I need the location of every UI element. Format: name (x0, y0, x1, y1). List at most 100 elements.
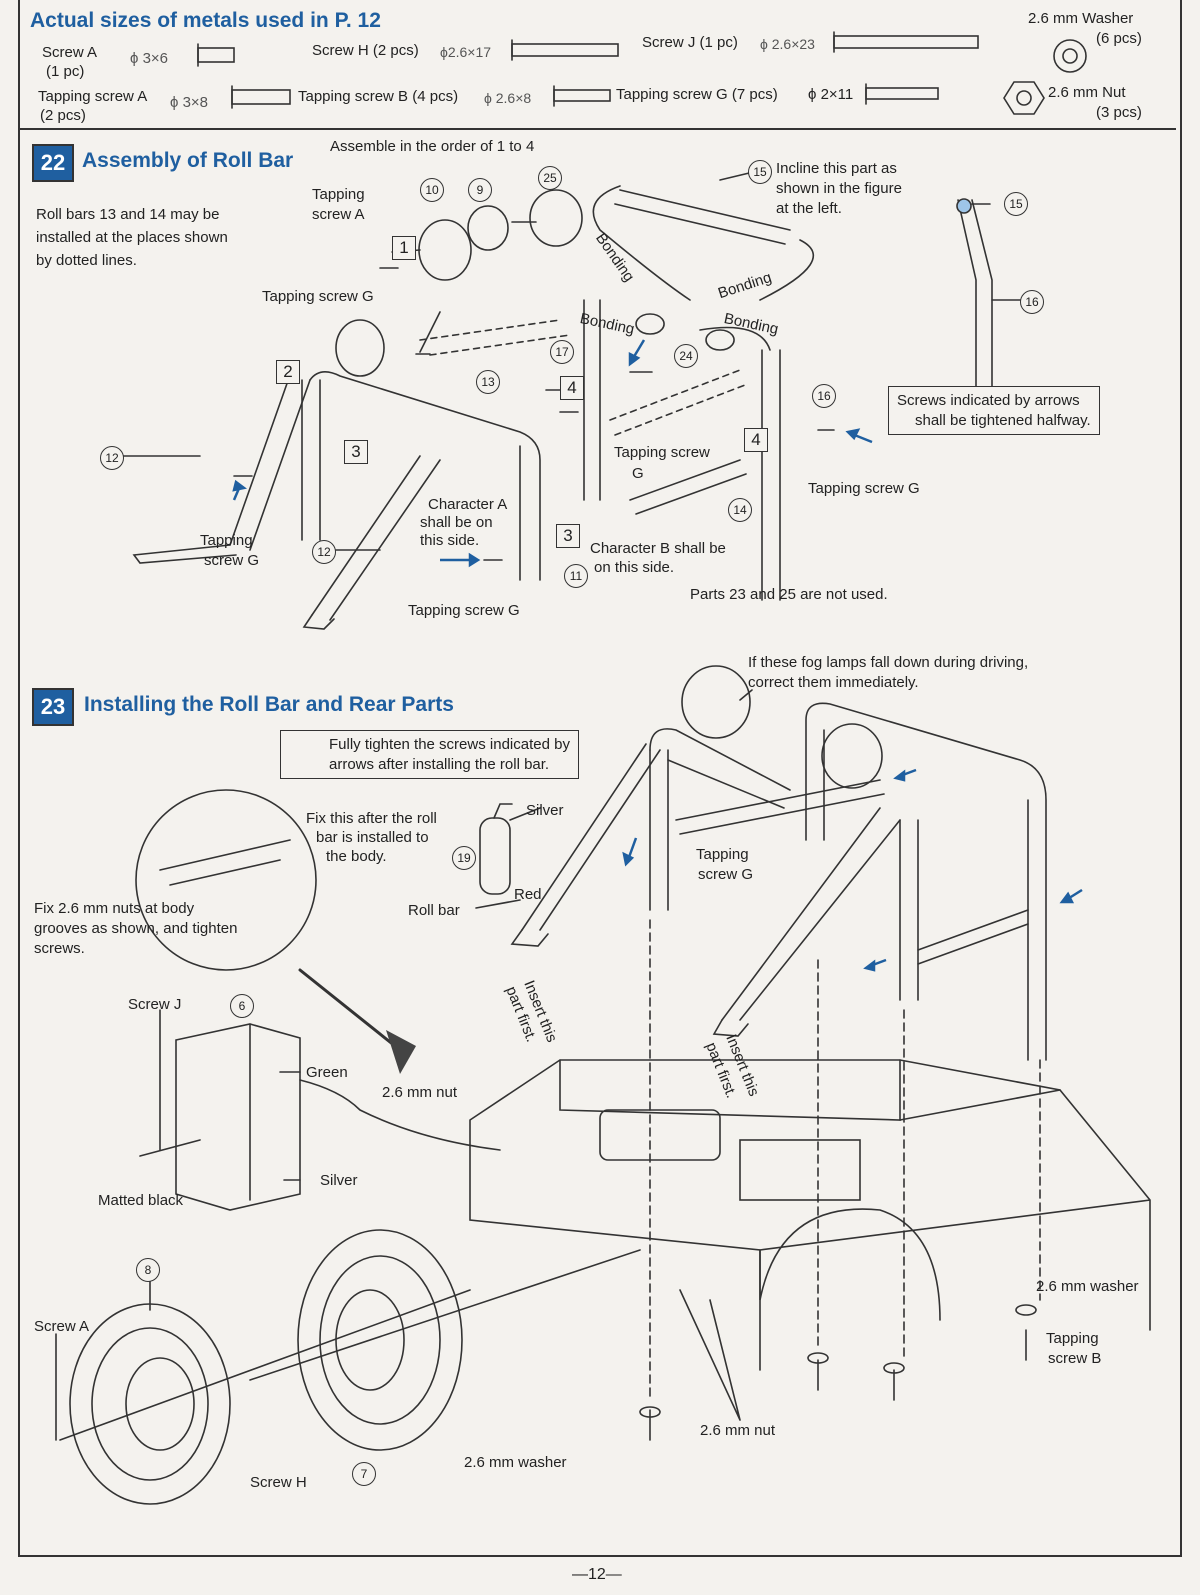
label-silver: Silver (526, 802, 564, 819)
label-tap-b-b: screw B (1048, 1350, 1102, 1367)
label-screw-h: Screw H (250, 1474, 307, 1491)
label-nut-1: 2.6 mm nut (382, 1084, 458, 1101)
part-7: 7 (352, 1462, 376, 1486)
screw-a-size: ϕ 3×6 (130, 50, 169, 67)
part-16b: 16 (812, 384, 836, 408)
tap-g-label-1: Tapping screw G (262, 288, 374, 305)
label-tap-b-a: Tapping (1046, 1330, 1099, 1347)
order-note: Assemble in the order of 1 to 4 (330, 138, 535, 155)
part-16a: 16 (1020, 290, 1044, 314)
step-box-4a: 4 (560, 376, 584, 400)
part-24: 24 (674, 344, 698, 368)
step-23-title: Installing the Roll Bar and Rear Parts (84, 693, 454, 716)
halfway-note: Screws indicated by arrows shall be tigh… (888, 386, 1100, 435)
incline-note-line-1: Incline this part as (776, 160, 897, 177)
step-box-3b: 3 (556, 524, 580, 548)
fix-note-line-2: bar is installed to (316, 829, 429, 846)
screw-j-name: Screw J (1 pc) (642, 34, 738, 51)
page-number: —12— (572, 1566, 622, 1583)
label-tap-g-a: Tapping (696, 846, 749, 863)
screw-h-name: Screw H (2 pcs) (312, 42, 419, 59)
tap-a-qty: (2 pcs) (40, 107, 86, 124)
part-9: 9 (468, 178, 492, 202)
tap-b-size: ϕ 2.6×8 (484, 90, 532, 106)
tap-g-label-2b: G (632, 465, 644, 482)
step-22-title: Assembly of Roll Bar (82, 149, 294, 172)
screw-h-size: ϕ2.6×17 (440, 44, 492, 60)
tighten-note-line-2: arrows after installing the roll bar. (329, 755, 550, 773)
part-14: 14 (728, 498, 752, 522)
nut-note-line-1: Fix 2.6 mm nuts at body (34, 900, 195, 917)
part-25: 25 (538, 166, 562, 190)
roll-note-line-1: Roll bars 13 and 14 may be (36, 206, 220, 223)
char-a-line-1: Character A (428, 496, 508, 513)
page-frame (18, 0, 1182, 1557)
tap-a-label-1: Tapping (312, 186, 365, 203)
label-red: Red (514, 886, 542, 903)
tap-g-label-4b: screw G (204, 552, 260, 569)
screw-a-name: Screw A (42, 44, 98, 61)
washer-name: 2.6 mm Washer (1028, 10, 1134, 27)
tap-a-size: ϕ 3×8 (170, 94, 209, 111)
tap-b-name: Tapping screw B (4 pcs) (298, 88, 459, 105)
part-13: 13 (476, 370, 500, 394)
char-a-line-3: this side. (420, 532, 480, 549)
fog-note-line-2: correct them immediately. (748, 674, 919, 691)
tap-a-name: Tapping screw A (38, 88, 148, 105)
tap-g-label-4a: Tapping (200, 532, 253, 549)
tap-a-label-2: screw A (312, 206, 365, 223)
tap-g-name: Tapping screw G (7 pcs) (616, 86, 778, 103)
tighten-note-line-1: Fully tighten the screws indicated by (329, 736, 570, 753)
part-12b: 12 (312, 540, 336, 564)
roll-note-line-2: installed at the places shown (36, 229, 228, 246)
step-box-1: 1 (392, 236, 416, 260)
halfway-note-line-1: Screws indicated by arrows (897, 392, 1080, 409)
roll-note-line-3: by dotted lines. (36, 252, 137, 269)
part-19: 19 (452, 846, 476, 870)
incline-note-line-2: shown in the figure (776, 180, 902, 197)
tap-g-label-3: Tapping screw G (808, 480, 920, 497)
tap-g-label-5: Tapping screw G (408, 602, 520, 619)
part-11: 11 (564, 564, 588, 588)
fog-note-line-1: If these fog lamps fall down during driv… (748, 654, 1029, 671)
step-23-badge: 23 (32, 688, 74, 726)
incline-note-line-3: at the left. (776, 200, 842, 217)
part-10: 10 (420, 178, 444, 202)
nut-note-line-3: screws. (34, 940, 85, 957)
label-nut-2: 2.6 mm nut (700, 1422, 776, 1439)
part-17: 17 (550, 340, 574, 364)
parts-header (20, 0, 1176, 130)
part-15b: 15 (1004, 192, 1028, 216)
step-box-3a: 3 (344, 440, 368, 464)
tap-g-label-2a: Tapping screw (614, 444, 710, 461)
label-washer-1: 2.6 mm washer (1036, 1278, 1139, 1295)
step-box-4b: 4 (744, 428, 768, 452)
part-6: 6 (230, 994, 254, 1018)
tap-g-size: ϕ 2×11 (808, 86, 854, 103)
header-title: Actual sizes of metals used in P. 12 (30, 9, 381, 32)
label-washer-2: 2.6 mm washer (464, 1454, 567, 1471)
label-tap-g-b: screw G (698, 866, 754, 883)
unused-note: Parts 23 and 25 are not used. (690, 586, 888, 603)
part-15a: 15 (748, 160, 772, 184)
washer-qty: (6 pcs) (1096, 30, 1142, 47)
part-12a: 12 (100, 446, 124, 470)
label-screw-a: Screw A (34, 1318, 90, 1335)
label-matted-black: Matted black (98, 1192, 184, 1209)
step-22-badge: 22 (32, 144, 74, 182)
tighten-note: Fully tighten the screws indicated by ar… (280, 730, 579, 779)
nut-qty: (3 pcs) (1096, 104, 1142, 121)
char-b-line-1: Character B shall be (590, 540, 726, 557)
screw-a-qty: (1 pc) (46, 63, 85, 80)
nut-name: 2.6 mm Nut (1048, 84, 1126, 101)
char-a-line-2: shall be on (420, 514, 493, 531)
screw-j-size: ϕ 2.6×23 (760, 36, 815, 52)
label-silver-2: Silver (320, 1172, 358, 1189)
part-8: 8 (136, 1258, 160, 1282)
fix-note-line-1: Fix this after the roll (306, 810, 437, 827)
step-box-2: 2 (276, 360, 300, 384)
fix-note-line-3: the body. (326, 848, 387, 865)
label-green: Green (306, 1064, 348, 1081)
halfway-note-line-2: shall be tightened halfway. (915, 411, 1091, 429)
char-b-line-2: on this side. (594, 559, 675, 576)
